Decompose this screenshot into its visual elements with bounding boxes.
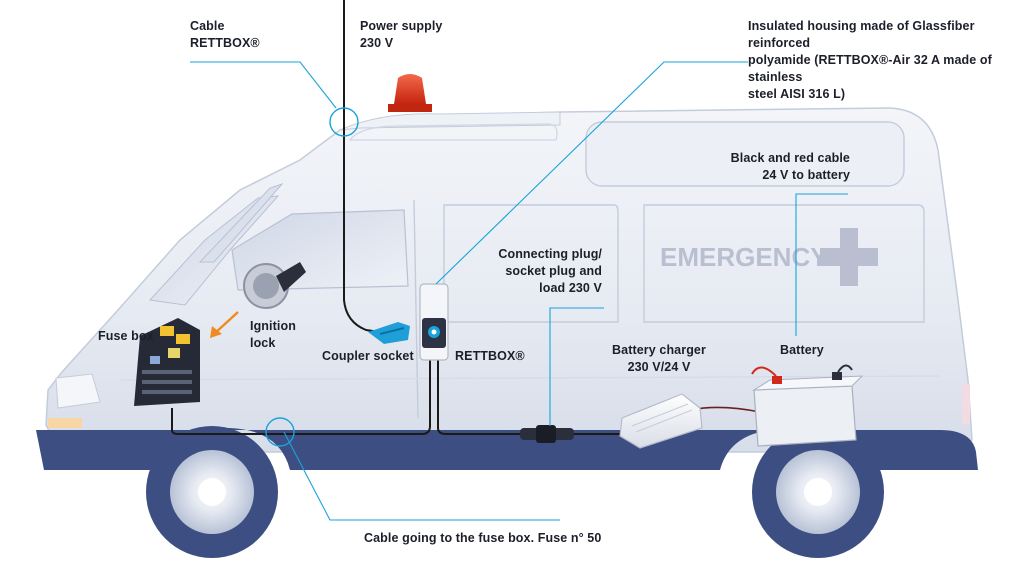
emergency-side-text: EMERGENCY [660,242,828,272]
label-cable-rettbox: Cable RETTBOX® [190,19,260,50]
leader-black-red-cable [795,193,848,336]
front-indicator [48,418,82,428]
label-insulated-housing: Insulated housing made of Glassfiber rei… [748,19,992,101]
coupler-socket [368,322,410,344]
rear-upper-window [585,121,905,187]
battery-charger [619,393,703,449]
roof-front-panel [348,123,558,141]
label-rettbox: RETTBOX® [455,349,525,363]
ignition-lock [243,262,306,309]
label-power-supply: Power supply 230 V [360,19,443,50]
rear-light [962,384,970,424]
highlight-circle-fuse-cable [265,417,295,447]
red-cross-emblem [820,228,878,286]
cable-rettbox-to-charger [437,360,620,435]
van-body: EMERGENCY [45,107,973,453]
rear-wheel [752,426,884,558]
leader-connecting-plug [549,307,604,426]
front-wheel [146,426,278,558]
ignition-arrow-icon [213,311,239,335]
highlight-circle-cable [329,107,359,137]
power-supply-cable [343,0,381,333]
label-connecting-plug: Connecting plug/ socket plug and load 23… [498,247,602,295]
label-battery-charger: Battery charger 230 V/24 V [612,343,706,374]
leader-cable-fuse-box [283,431,560,521]
label-coupler-socket: Coupler socket [322,349,414,363]
cab-door-seam [413,199,419,419]
label-black-red-cable: Black and red cable 24 V to battery [730,151,850,182]
battery [751,364,864,447]
ignition-arrow-head-icon [210,326,222,338]
rettbox-device [419,283,449,361]
label-cable-fuse-box: Cable going to the fuse box. Fuse n° 50 [364,531,602,545]
rear-panel [643,204,925,323]
lower-bumper-skirt [36,428,978,470]
label-fuse-box: Fuse box [98,329,154,343]
leader-lines [190,61,848,521]
headlight [55,373,101,409]
a-pillar [198,182,284,263]
leader-housing [435,61,748,285]
fuse-box [134,318,200,406]
label-ignition-lock: Ignition lock [250,319,296,350]
sliding-door-panel [443,204,619,323]
emergency-beacon [388,74,432,112]
van-body-shell [45,107,973,453]
label-battery: Battery [780,343,824,357]
cable-to-fuse-box [171,360,431,435]
connecting-plug [520,425,574,443]
belt-line [119,375,941,381]
leader-cable-rettbox [190,61,337,109]
